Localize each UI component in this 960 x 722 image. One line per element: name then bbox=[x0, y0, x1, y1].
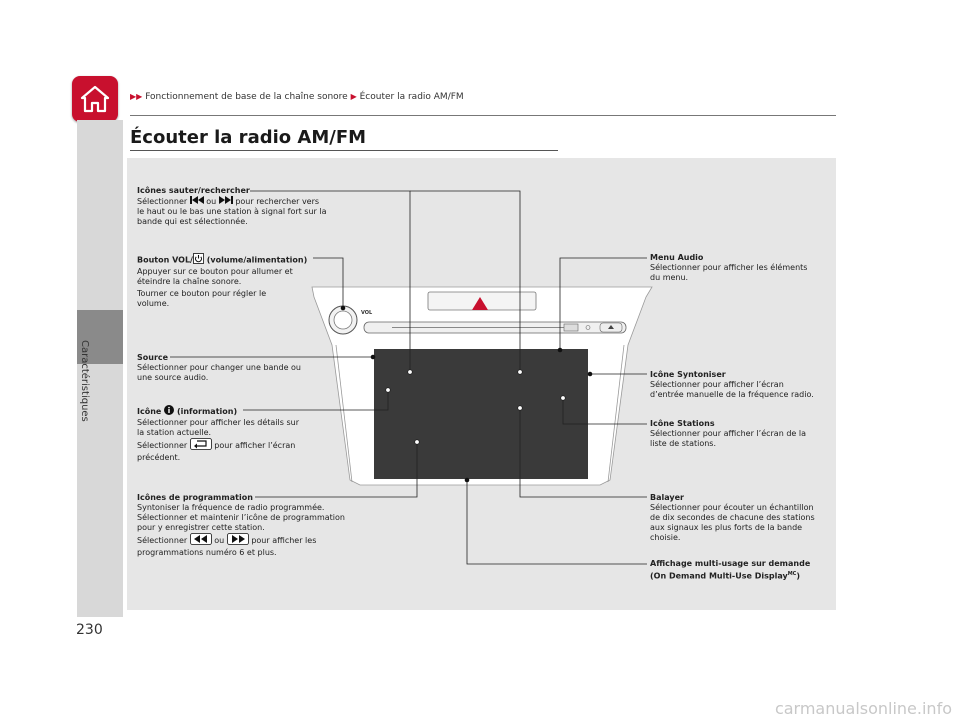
callout-vol-text: éteindre la chaîne sonore. bbox=[137, 277, 242, 286]
callout-stations: Icône Stations Sélectionner pour affiche… bbox=[650, 419, 830, 449]
callout-source-text: Sélectionner pour changer une bande ou bbox=[137, 363, 302, 372]
title-rule bbox=[130, 150, 558, 151]
callout-skip-text: bande qui est sélectionnée. bbox=[137, 217, 248, 226]
home-button[interactable] bbox=[72, 76, 118, 122]
callout-audio-menu: Menu Audio Sélectionner pour afficher le… bbox=[650, 253, 830, 283]
callout-presets-text: pour y enregistrer cette station. bbox=[137, 523, 265, 532]
callout-info-text: Sélectionner bbox=[137, 441, 188, 450]
back-icon bbox=[189, 438, 212, 453]
breadcrumb-arrow-icon: ▶ bbox=[350, 92, 357, 101]
callout-skip-text: le haut ou le bas une station à signal f… bbox=[137, 207, 327, 216]
callout-skip-text: ou bbox=[206, 197, 217, 206]
callout-presets-text: Sélectionner bbox=[137, 536, 188, 545]
callout-scan-heading: Balayer bbox=[650, 493, 684, 502]
callout-info-text: la station actuelle. bbox=[137, 428, 212, 437]
callout-vol-button: Bouton VOL/ (volume/alimentation) Appuye… bbox=[137, 253, 317, 309]
skip-back-icon bbox=[189, 196, 204, 207]
callout-presets-text: Syntoniser la fréquence de radio program… bbox=[137, 503, 325, 512]
callout-presets-text: ou bbox=[214, 536, 225, 545]
callout-vol-text: Appuyer sur ce bouton pour allumer et bbox=[137, 267, 293, 276]
callout-presets-text: programmations numéro 6 et plus. bbox=[137, 548, 277, 557]
callout-source: Source Sélectionner pour changer une ban… bbox=[137, 353, 327, 383]
breadcrumb-link-basic-operation[interactable]: Fonctionnement de base de la chaîne sono… bbox=[145, 92, 348, 102]
callout-skip-text: Sélectionner bbox=[137, 197, 188, 206]
page-title: Écouter la radio AM/FM bbox=[130, 127, 367, 148]
watermark-url: carmanualsonline.info bbox=[774, 699, 952, 718]
callout-info: Icône (information) Sélectionner pour af… bbox=[137, 405, 337, 463]
breadcrumb: ▶▶ Fonctionnement de base de la chaîne s… bbox=[130, 92, 464, 102]
page-forward-icon bbox=[226, 533, 249, 548]
callout-info-heading: (information) bbox=[176, 407, 238, 416]
callout-skip-heading: Icônes sauter/rechercher bbox=[137, 186, 250, 195]
callout-scan-text: Sélectionner pour écouter un échantillon bbox=[650, 503, 814, 512]
callout-menu-text: du menu. bbox=[650, 273, 689, 282]
callout-stations-heading: Icône Stations bbox=[650, 419, 715, 428]
callout-stations-text: Sélectionner pour afficher l’écran de la bbox=[650, 429, 806, 438]
callout-source-heading: Source bbox=[137, 353, 169, 362]
header-rule bbox=[130, 115, 836, 116]
touchscreen bbox=[374, 349, 588, 479]
callout-vol-heading: (volume/alimentation) bbox=[206, 255, 308, 265]
callout-tune-text: Sélectionner pour afficher l’écran bbox=[650, 380, 784, 389]
breadcrumb-arrow-icon: ▶▶ bbox=[130, 92, 143, 101]
info-icon bbox=[164, 405, 175, 418]
chapter-sidebar bbox=[77, 120, 123, 617]
callout-display-sup: MC bbox=[787, 571, 797, 577]
callout-presets: Icônes de programmation Syntoniser la fr… bbox=[137, 493, 387, 558]
callout-vol-heading: Bouton VOL/ bbox=[137, 255, 193, 265]
callout-info-text: pour afficher l’écran bbox=[214, 441, 296, 450]
vol-knob-label: VOL bbox=[361, 310, 373, 316]
eject-icon bbox=[608, 325, 614, 329]
power-icon bbox=[193, 253, 204, 267]
callout-scan-text: choisie. bbox=[650, 533, 681, 542]
page-number: 230 bbox=[76, 622, 103, 638]
callout-info-text: Sélectionner pour afficher les détails s… bbox=[137, 418, 300, 427]
callout-tune-heading: Icône Syntoniser bbox=[650, 370, 726, 379]
hazard-icon bbox=[472, 297, 488, 310]
callout-stations-text: liste de stations. bbox=[650, 439, 716, 448]
home-icon bbox=[80, 85, 110, 113]
breadcrumb-current: Écouter la radio AM/FM bbox=[359, 92, 464, 102]
callout-presets-heading: Icônes de programmation bbox=[137, 493, 253, 502]
callout-display-heading: Affichage multi-usage sur demande bbox=[650, 559, 811, 568]
callout-display-heading: (On Demand Multi-Use Display bbox=[650, 571, 788, 581]
callout-skip-seek: Icônes sauter/rechercher Sélectionner ou… bbox=[137, 186, 377, 227]
callout-info-heading: Icône bbox=[137, 407, 162, 416]
callout-scan: Balayer Sélectionner pour écouter un éch… bbox=[650, 493, 835, 543]
callout-vol-text: Tourner ce bouton pour régler le bbox=[137, 289, 267, 298]
callout-scan-text: aux signaux les plus forts de la bande bbox=[650, 523, 803, 532]
callout-skip-text: pour rechercher vers bbox=[235, 197, 320, 206]
page-back-icon bbox=[189, 533, 212, 548]
callout-menu-heading: Menu Audio bbox=[650, 253, 704, 262]
callout-scan-text: de dix secondes de chacune des stations bbox=[650, 513, 815, 522]
callout-presets-text: Sélectionner et maintenir l’icône de pro… bbox=[137, 513, 345, 522]
callout-menu-text: Sélectionner pour afficher les éléments bbox=[650, 263, 808, 272]
callout-tune: Icône Syntoniser Sélectionner pour affic… bbox=[650, 370, 840, 400]
callout-presets-text: pour afficher les bbox=[251, 536, 317, 545]
callout-vol-text: volume. bbox=[137, 299, 170, 308]
callout-display: Affichage multi-usage sur demande (On De… bbox=[650, 559, 835, 582]
sidebar-active-tab[interactable] bbox=[77, 310, 123, 364]
callout-display-heading: ) bbox=[796, 571, 800, 581]
callout-tune-text: d’entrée manuelle de la fréquence radio. bbox=[650, 390, 814, 399]
skip-forward-icon bbox=[218, 196, 233, 207]
callout-source-text: une source audio. bbox=[137, 373, 209, 382]
callout-info-text: précédent. bbox=[137, 453, 181, 462]
